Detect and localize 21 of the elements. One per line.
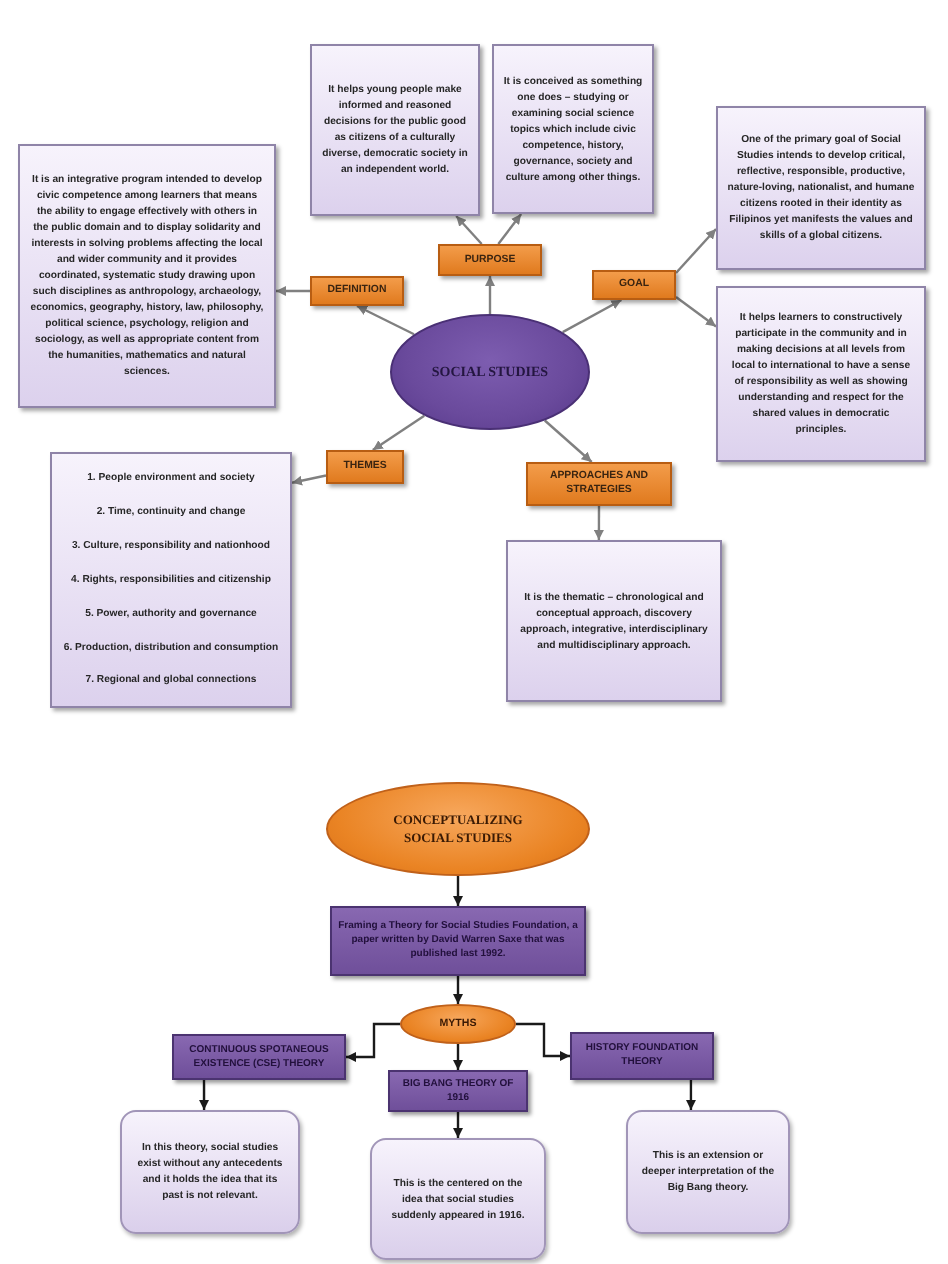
arrow: [276, 286, 310, 297]
arrow: [685, 1080, 696, 1110]
arrow: [372, 414, 425, 451]
arrow: [593, 506, 604, 540]
arrow: [544, 419, 593, 463]
arrow: [455, 215, 483, 245]
arrow: [453, 876, 463, 906]
arrow: [346, 1022, 400, 1062]
arrow: [356, 304, 415, 336]
arrow: [485, 276, 495, 314]
arrow: [453, 1044, 463, 1070]
arrow: [453, 1112, 463, 1138]
arrow: [675, 296, 717, 328]
arrow: [497, 213, 523, 245]
arrow: [516, 1022, 570, 1061]
arrow: [453, 976, 463, 1004]
arrow: [291, 474, 327, 486]
arrow: [562, 298, 622, 334]
arrow: [199, 1080, 210, 1110]
arrow: [675, 228, 717, 274]
themes-list-box: [50, 452, 292, 708]
